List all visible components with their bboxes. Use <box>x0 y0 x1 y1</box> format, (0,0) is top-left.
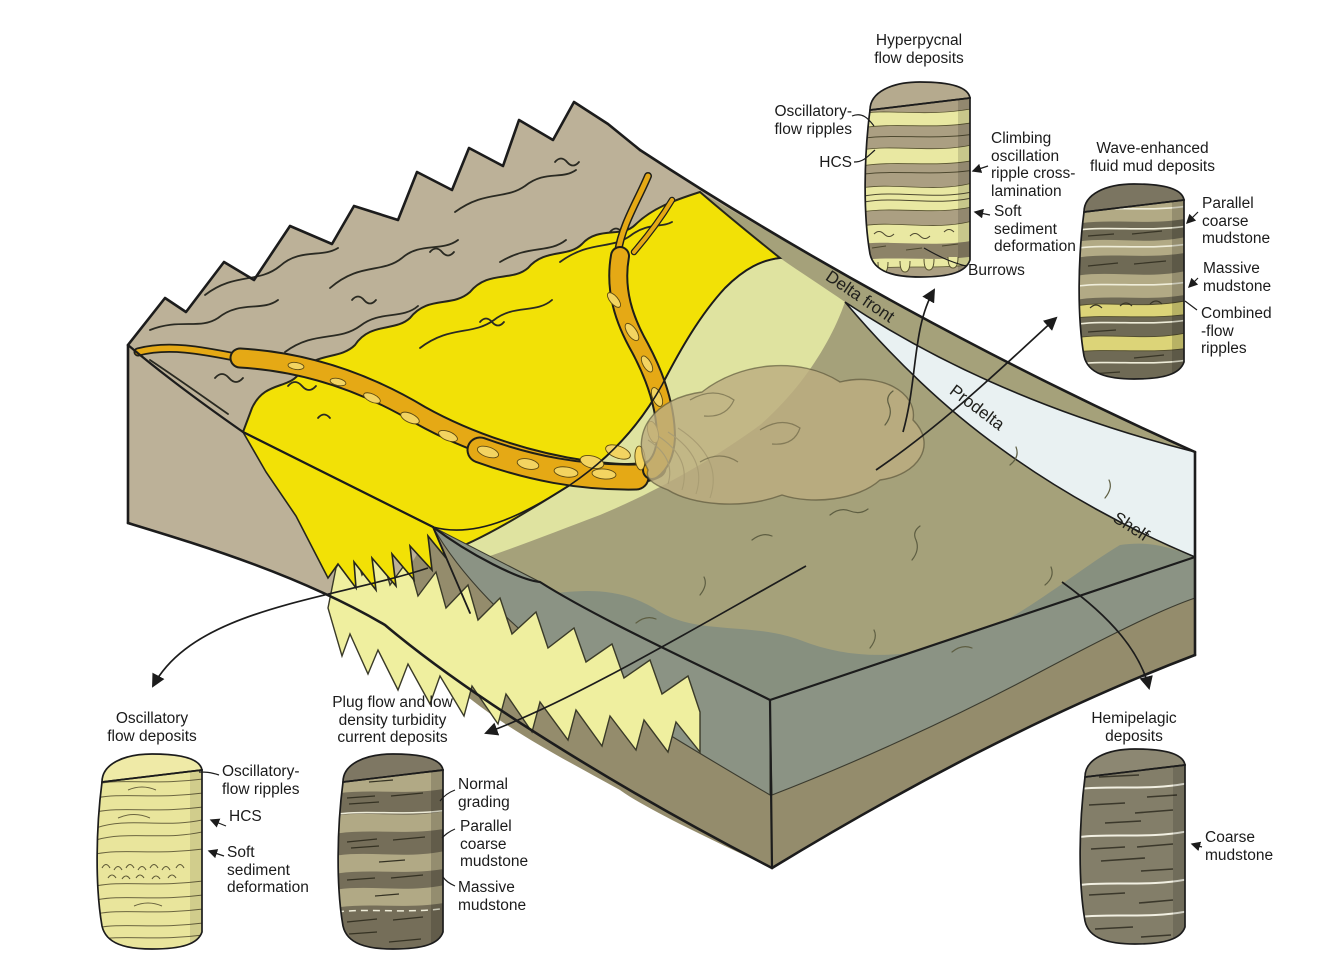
leader-lines <box>198 114 1203 887</box>
label-oscillatory-flow-ripples-hyperpycnal: Oscillatory- flow ripples <box>774 103 852 138</box>
label-soft-sediment-oscillatory: Soft sediment deformation <box>227 844 309 896</box>
label-climbing-oscillation: Climbing oscillation ripple cross- lamin… <box>991 130 1076 200</box>
label-oscillatory-flow-ripples: Oscillatory- flow ripples <box>222 763 300 798</box>
core-title-hyperpycnal: Hyperpycnal flow deposits <box>874 32 964 67</box>
label-combined-flow-ripples: Combined -flow ripples <box>1201 305 1272 357</box>
delta-sand-wedge-face <box>240 430 447 593</box>
core-title-wave-enhanced: Wave-enhanced fluid mud deposits <box>1090 140 1215 175</box>
label-normal-grading: Normal grading <box>458 776 510 811</box>
core-plug-flow <box>337 753 444 950</box>
core-title-oscillatory: Oscillatory flow deposits <box>107 710 197 745</box>
label-burrows: Burrows <box>968 262 1025 279</box>
arrow-to-hemipelagic-core <box>1061 581 1153 690</box>
mountain-ridges <box>149 157 673 419</box>
label-parallel-coarse-mudstone-wave: Parallel coarse mudstone <box>1202 195 1271 247</box>
core-oscillatory <box>96 753 203 950</box>
arrow-to-hyperpycnal-core <box>902 288 936 433</box>
label-parallel-coarse-mudstone-plug: Parallel coarse mudstone <box>460 818 529 870</box>
label-hcs-hyperpycnal: HCS <box>819 154 852 171</box>
delta-front-surface <box>433 258 845 560</box>
arrow-to-plug-flow-core <box>484 565 807 736</box>
shelf-surface <box>540 543 1195 700</box>
pointer-arrows <box>152 288 1153 736</box>
core-wave-enhanced <box>1078 183 1185 380</box>
label-soft-sediment-hyperpycnal: Soft sediment deformation <box>994 203 1076 255</box>
arrow-to-oscillatory-core <box>152 567 429 688</box>
core-hyperpycnal <box>864 81 971 278</box>
label-coarse-mudstone: Coarse mudstone <box>1205 829 1274 864</box>
core-hemipelagic <box>1079 748 1186 945</box>
core-title-plug-flow: Plug flow and low density turbidity curr… <box>332 694 453 746</box>
label-massive-mudstone-wave: Massive mudstone <box>1203 260 1272 295</box>
arrow-to-wave-enhanced-core <box>875 316 1058 471</box>
sediment-plume <box>640 364 925 505</box>
seafloor-squiggles <box>635 390 1111 653</box>
label-hcs-oscillatory: HCS <box>229 808 262 825</box>
channel-bars <box>287 292 664 480</box>
block-outlines <box>126 100 1197 870</box>
interfinger-zigzag-band <box>327 538 701 754</box>
core-title-hemipelagic: Hemipelagic deposits <box>1091 710 1177 745</box>
label-massive-mudstone-plug: Massive mudstone <box>458 879 527 914</box>
delta-block <box>126 100 1197 870</box>
front-right-face-mud <box>769 556 1196 796</box>
